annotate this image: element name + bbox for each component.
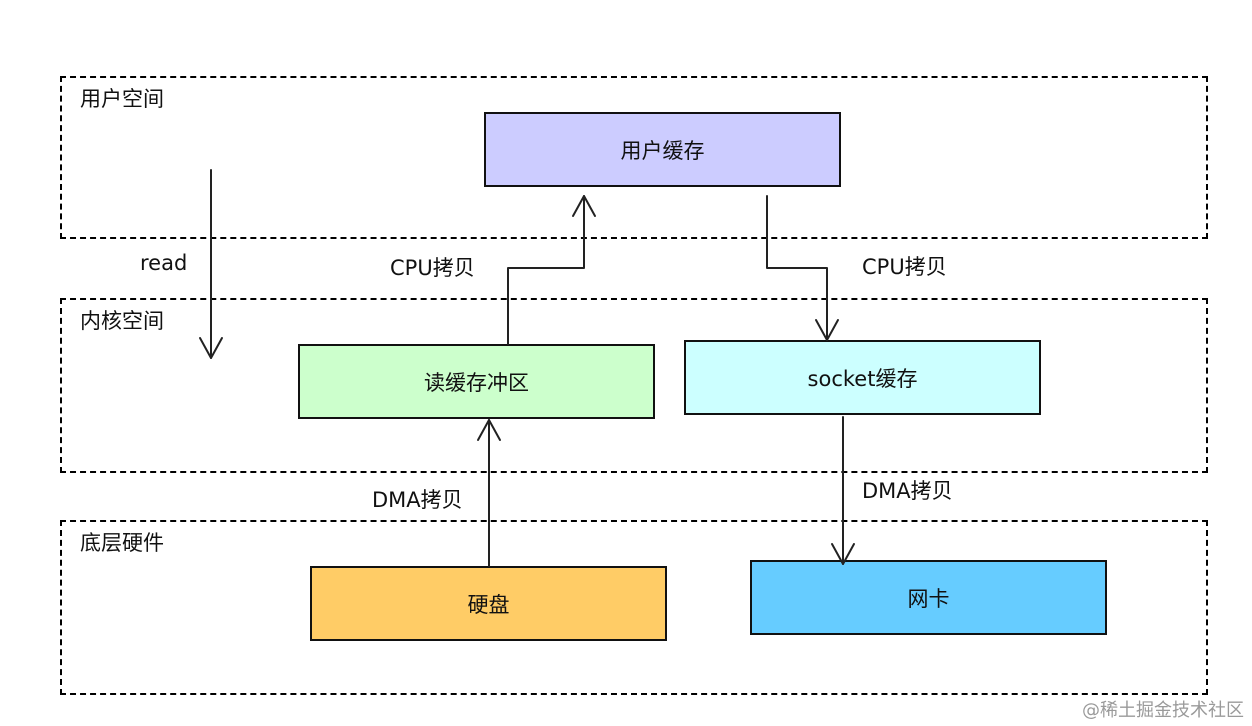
- read-label: read: [140, 251, 188, 275]
- user-buffer-node: 用户缓存: [484, 112, 841, 187]
- zone-user-space: [60, 76, 1208, 239]
- zone-kernel-space-label: 内核空间: [80, 309, 164, 333]
- dma-copy-down-label: DMA拷贝: [862, 479, 953, 503]
- nic-node: 网卡: [750, 560, 1107, 635]
- disk-node: 硬盘: [310, 566, 667, 641]
- zone-hardware: [60, 520, 1208, 695]
- cpu-copy-up-label: CPU拷贝: [390, 256, 475, 280]
- zone-kernel-space: [60, 298, 1208, 473]
- zone-user-space-label: 用户空间: [80, 87, 164, 111]
- zone-hardware-label: 底层硬件: [80, 531, 164, 555]
- cpu-copy-down-label: CPU拷贝: [862, 255, 947, 279]
- read-buffer-node: 读缓存冲区: [298, 344, 655, 419]
- watermark-text: @稀土掘金技术社区: [1082, 700, 1244, 721]
- socket-buffer-node: socket缓存: [684, 340, 1041, 415]
- dma-copy-up-label: DMA拷贝: [372, 488, 463, 512]
